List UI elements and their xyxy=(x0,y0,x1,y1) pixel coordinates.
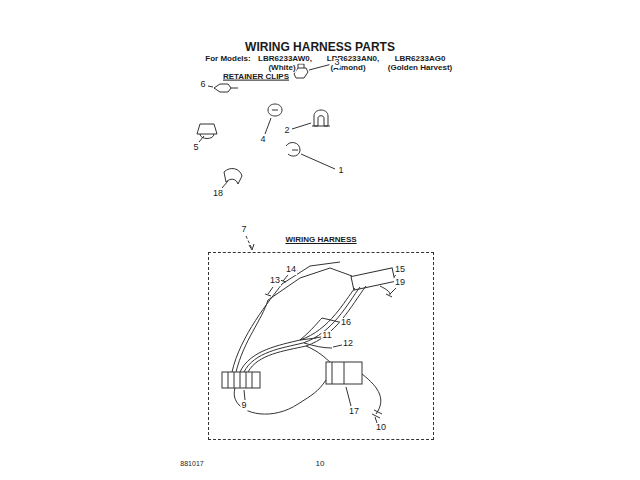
retainer-clips xyxy=(197,64,330,184)
clip-6-pin xyxy=(231,88,238,89)
model-info: LBR6233AW0, xyxy=(257,55,313,64)
model-info: (Golden Harvest) xyxy=(387,64,453,73)
drawing-stroke xyxy=(380,286,390,295)
drawing-stroke xyxy=(232,284,282,372)
clip-18 xyxy=(224,169,242,184)
drawing-stroke xyxy=(292,123,311,129)
drawing-stroke xyxy=(372,410,382,418)
clip-2 xyxy=(312,110,330,126)
drawing-stroke xyxy=(362,374,381,414)
drawing-stroke xyxy=(268,287,273,294)
callout-number: 3 xyxy=(333,58,340,68)
page-footer: 10 xyxy=(315,460,326,469)
drawing-stroke xyxy=(346,387,351,406)
drawing-stroke xyxy=(240,288,355,372)
drawing-stroke xyxy=(222,372,260,388)
drawing-stroke xyxy=(208,86,213,87)
callout-number: 18 xyxy=(212,189,224,199)
drawing-stroke xyxy=(300,318,322,340)
drawing-stroke xyxy=(199,136,204,142)
drawing-stroke xyxy=(306,346,330,362)
drawing-stroke xyxy=(246,236,252,249)
callout-number: 7 xyxy=(240,225,247,235)
drawing-stroke xyxy=(265,118,271,134)
section-heading: RETAINER CLIPS xyxy=(222,73,290,82)
callout-number: 12 xyxy=(342,339,354,349)
drawing-stroke xyxy=(351,268,395,290)
harness-drawing xyxy=(222,262,395,418)
clip-5 xyxy=(197,124,217,139)
drawing-stroke xyxy=(236,300,268,372)
model-info: (White) xyxy=(267,64,296,73)
drawing-stroke xyxy=(265,280,392,297)
callout-number: 4 xyxy=(259,135,266,145)
drawing-stroke xyxy=(244,390,245,400)
drawing-stroke xyxy=(268,268,352,300)
clip-1 xyxy=(286,143,300,157)
drawing-stroke xyxy=(248,286,366,372)
model-info: LBR6233AG0 xyxy=(394,55,447,64)
diagram-title: WIRING HARNESS PARTS xyxy=(245,41,395,54)
callout-number: 5 xyxy=(192,143,199,153)
drawing-stroke xyxy=(282,262,340,284)
callout-number: 13 xyxy=(269,276,281,286)
callout-number: 14 xyxy=(285,265,297,275)
drawing-stroke xyxy=(222,181,228,188)
drawing-stroke xyxy=(301,154,335,169)
clip-4 xyxy=(268,104,282,116)
model-info: For Models: xyxy=(204,55,251,64)
drawing-stroke xyxy=(333,345,342,347)
drawing-stroke xyxy=(228,372,252,388)
drawing-stroke xyxy=(249,244,254,250)
drawing-stroke xyxy=(332,362,344,384)
callout-number: 6 xyxy=(199,80,206,90)
callout-number: 19 xyxy=(394,278,406,288)
callout-number: 16 xyxy=(340,318,352,328)
callout-number: 11 xyxy=(321,331,332,341)
callout-number: 17 xyxy=(348,407,360,417)
callout-number: 1 xyxy=(337,166,344,176)
group-heading: WIRING HARNESS xyxy=(285,235,356,244)
callout-number: 9 xyxy=(240,401,247,411)
clip-6 xyxy=(214,84,231,92)
drawing-stroke xyxy=(326,362,362,384)
drawing-stroke xyxy=(390,288,396,294)
callout-number: 2 xyxy=(283,126,290,136)
drawing-stroke xyxy=(234,380,326,414)
leader-lines xyxy=(199,64,396,423)
callout-number: 15 xyxy=(394,265,406,275)
callout-number: 10 xyxy=(375,423,387,433)
page-footer: 881017 xyxy=(179,460,204,468)
